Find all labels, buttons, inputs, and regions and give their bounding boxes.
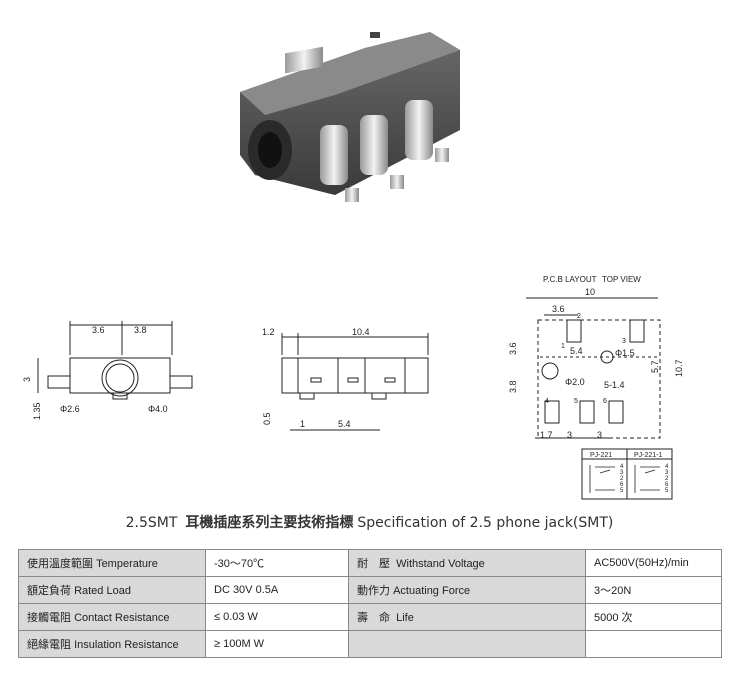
table-row: 使用溫度範圍 Temperature -30～70℃ 耐 壓 Withstand… xyxy=(18,549,722,577)
front-dim-h2: 1.35 xyxy=(32,402,42,420)
pin-2: 2 xyxy=(577,313,581,320)
front-dim-a: 3.6 xyxy=(92,325,105,335)
pin-5: 5 xyxy=(574,398,578,405)
side-dim-e: 0.5 xyxy=(262,412,272,425)
spec-value: AC500V(50Hz)/min xyxy=(585,549,722,577)
schem-b-5: 5 xyxy=(665,488,669,494)
schem-b-4: 4 xyxy=(665,464,669,470)
table-row: 絕緣電阻 Insulation Resistance ≥ 100M W xyxy=(18,630,722,658)
pcb-f: 5.7 xyxy=(650,360,660,373)
side-dim-d: 5.4 xyxy=(338,419,351,429)
spec-label: 接觸電阻 Contact Resistance xyxy=(18,603,206,631)
pcb-j: 1.7 xyxy=(540,430,553,440)
pcb-l: 3 xyxy=(597,430,602,440)
side-dim-c: 1 xyxy=(300,419,305,429)
spec-value: 5000 次 xyxy=(585,603,722,631)
product-photo xyxy=(240,32,460,202)
pin-3: 3 xyxy=(622,338,626,345)
pin-4: 4 xyxy=(545,398,549,405)
pcb-e: 5-1.4 xyxy=(604,380,625,390)
caption-english: Specification of 2.5 phone jack(SMT) xyxy=(357,515,614,531)
spec-label: 耐 壓 Withstand Voltage xyxy=(348,549,586,577)
pcb-a: 3.6 xyxy=(552,304,565,314)
pcb-c: Φ1.5 xyxy=(615,348,635,358)
table-row: 接觸電阻 Contact Resistance ≤ 0.03 W 壽 命 Lif… xyxy=(18,603,722,631)
spec-label: 額定負荷 Rated Load xyxy=(18,576,206,604)
schem-b: PJ-221-1 xyxy=(634,452,663,459)
spec-blank xyxy=(348,630,586,658)
schem-b-2: 2 xyxy=(665,476,669,482)
caption-chinese: 耳機插座系列主要技術指標 xyxy=(185,515,354,531)
table-row: 額定負荷 Rated Load DC 30V 0.5A 動作力 Actuatin… xyxy=(18,576,722,604)
schem-a-3: 3 xyxy=(620,470,624,476)
spec-value: ≥ 100M W xyxy=(205,630,349,658)
front-phi-small: Φ2.6 xyxy=(60,404,80,414)
pcb-title-left: P.C.B LAYOUT xyxy=(543,275,597,284)
spec-label: 動作力 Actuating Force xyxy=(348,576,586,604)
schematic-drawing: PJ-221 PJ-221-1 4 3 2 6 5 4 3 2 6 5 xyxy=(581,448,673,500)
pcb-d: Φ2.0 xyxy=(565,377,585,387)
spec-blank-value xyxy=(585,630,722,658)
pcb-g: 10.7 xyxy=(674,359,684,377)
front-view-drawing: 3.6 3.8 3 1.35 Φ2.6 Φ4.0 xyxy=(22,321,193,420)
pcb-k: 3 xyxy=(567,430,572,440)
pcb-w: 10 xyxy=(585,287,595,297)
schem-a-4: 4 xyxy=(620,464,624,470)
pin-6: 6 xyxy=(603,398,607,405)
schem-a-2: 2 xyxy=(620,476,624,482)
spec-label: 絕緣電阻 Insulation Resistance xyxy=(18,630,206,658)
side-dim-b: 10.4 xyxy=(352,327,370,337)
spec-value: -30～70℃ xyxy=(205,549,349,577)
schem-b-6: 6 xyxy=(665,482,669,488)
caption-prefix: 2.5SMT xyxy=(125,515,178,531)
front-phi-big: Φ4.0 xyxy=(148,404,168,414)
pcb-layout-drawing: P.C.B LAYOUT TOP VIEW 10 3.6 5.4 Φ1.5 Φ2… xyxy=(508,275,684,440)
pcb-h: 3.6 xyxy=(508,342,518,355)
pcb-title-right: TOP VIEW xyxy=(602,275,641,284)
schem-a-5: 5 xyxy=(620,488,624,494)
spec-label: 使用溫度範圍 Temperature xyxy=(18,549,206,577)
schem-a-6: 6 xyxy=(620,482,624,488)
schem-b-3: 3 xyxy=(665,470,669,476)
technical-drawings: 3.6 3.8 3 1.35 Φ2.6 Φ4.0 1.2 10.4 1 5.4 … xyxy=(22,275,684,500)
pcb-b: 5.4 xyxy=(570,346,583,356)
side-view-drawing: 1.2 10.4 1 5.4 0.5 xyxy=(262,327,429,431)
spec-value: 3～20N xyxy=(585,576,722,604)
spec-label: 壽 命 Life xyxy=(348,603,586,631)
pcb-i: 3.8 xyxy=(508,380,518,393)
spec-value: ≤ 0.03 W xyxy=(205,603,349,631)
spec-table: 使用溫度範圍 Temperature -30～70℃ 耐 壓 Withstand… xyxy=(18,549,722,658)
front-dim-h: 3 xyxy=(22,377,32,382)
front-dim-b: 3.8 xyxy=(134,325,147,335)
side-dim-a: 1.2 xyxy=(262,327,275,337)
pin-1: 1 xyxy=(561,343,565,350)
spec-value: DC 30V 0.5A xyxy=(205,576,349,604)
schem-a: PJ-221 xyxy=(590,452,612,459)
